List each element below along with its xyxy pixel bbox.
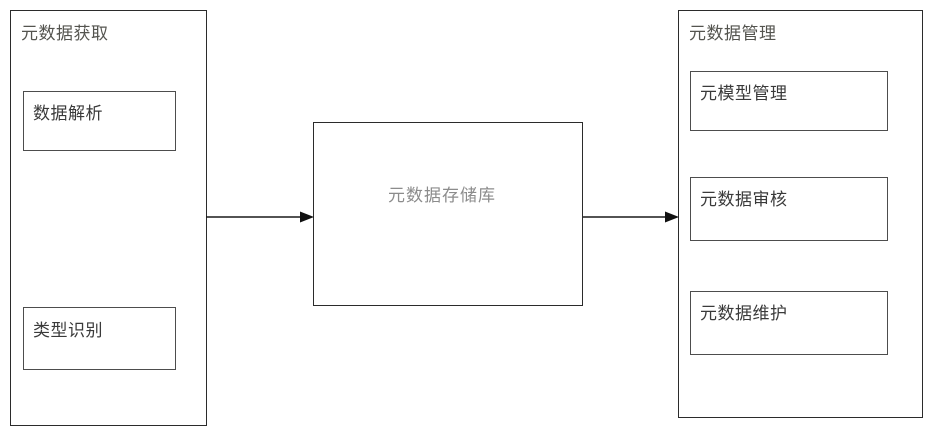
arrow-acquisition-to-repository [206,210,314,224]
box-meta-model-management[interactable] [690,71,888,131]
box-metadata-review[interactable] [690,177,888,241]
box-label-metadata-maintenance: 元数据维护 [700,304,788,324]
panel-title-metadata-management: 元数据管理 [689,24,777,44]
box-label-type-recognition: 类型识别 [33,321,103,341]
box-label-metadata-review: 元数据审核 [700,190,788,210]
box-label-metadata-repository: 元数据存储库 [388,186,496,206]
box-type-recognition[interactable] [23,307,176,370]
box-data-parsing[interactable] [23,91,176,151]
panel-title-metadata-acquisition: 元数据获取 [21,24,109,44]
arrow-repository-to-management [583,210,679,224]
box-label-data-parsing: 数据解析 [33,104,103,124]
box-metadata-maintenance[interactable] [690,291,888,355]
box-label-meta-model-management: 元模型管理 [700,84,788,104]
box-metadata-repository[interactable] [313,122,583,306]
